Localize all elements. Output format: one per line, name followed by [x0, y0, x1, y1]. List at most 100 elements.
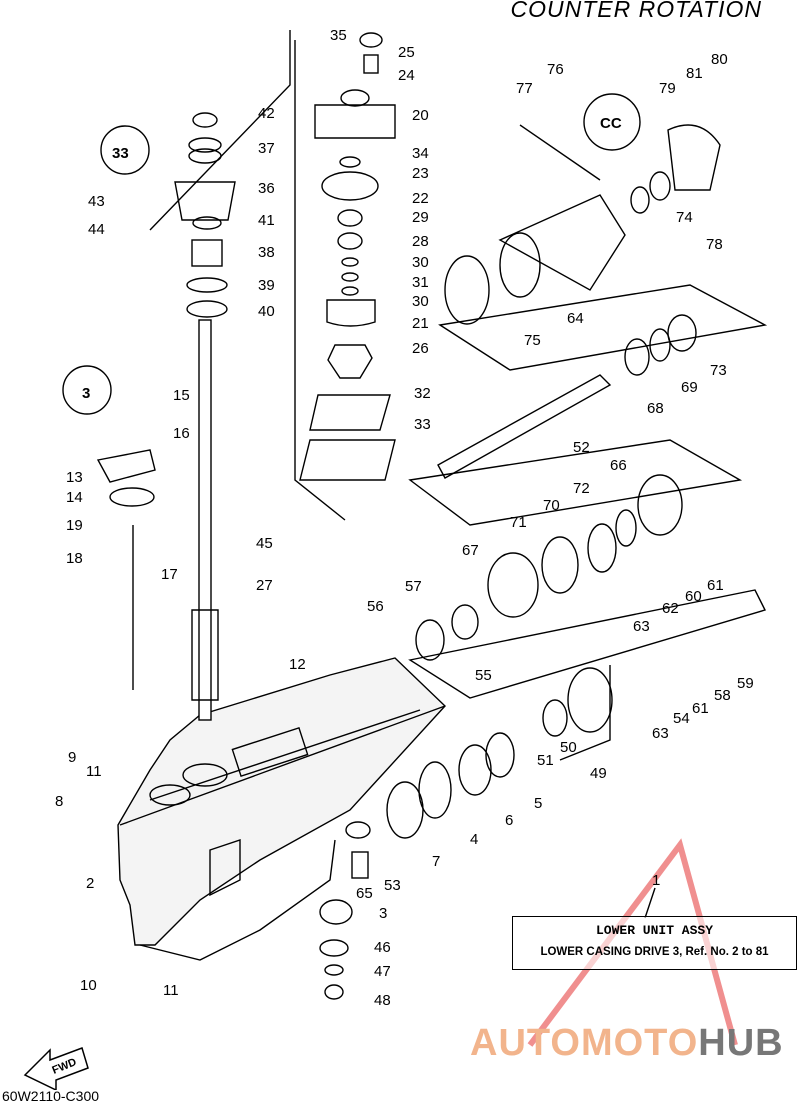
callout-14: 14 — [66, 489, 83, 506]
callout-28: 28 — [412, 233, 429, 250]
callout-17: 17 — [161, 566, 178, 583]
callout-24: 24 — [398, 67, 415, 84]
callout-6: 6 — [505, 812, 513, 829]
callout-18: 18 — [66, 550, 83, 567]
callout-2: 2 — [86, 875, 94, 892]
callout-21: 21 — [412, 315, 429, 332]
callout-31: 31 — [412, 274, 429, 291]
callout-48: 48 — [374, 992, 391, 1009]
callout-3: 3 — [379, 905, 387, 922]
callout-12: 12 — [289, 656, 306, 673]
callout-74: 74 — [676, 209, 693, 226]
fwd-arrow-icon: FWD — [23, 1047, 89, 1090]
callout-15: 15 — [173, 387, 190, 404]
propeller-shaft-housing[interactable] — [498, 194, 626, 291]
callout-13: 13 — [66, 469, 83, 486]
callout-43: 43 — [88, 193, 105, 210]
callout-56: 56 — [367, 598, 384, 615]
callout-54: 54 — [673, 710, 690, 727]
callout-52: 52 — [573, 439, 590, 456]
callout-79: 79 — [659, 80, 676, 97]
callout-33: 33 — [414, 416, 431, 433]
callout-59: 59 — [737, 675, 754, 692]
callout-69: 69 — [681, 379, 698, 396]
callout-38: 38 — [258, 244, 275, 261]
detail-mark-3: 3 — [82, 385, 90, 402]
callout-53: 53 — [384, 877, 401, 894]
callout-35: 35 — [330, 27, 347, 44]
impeller[interactable] — [327, 344, 373, 379]
callout-11b: 11 — [163, 982, 179, 999]
watermark-part2: HUB — [698, 1022, 784, 1064]
assembly-ref-number: 1 — [652, 872, 661, 889]
callout-81: 81 — [686, 65, 703, 82]
callout-22: 22 — [412, 190, 429, 207]
callout-11: 11 — [86, 763, 102, 780]
callout-57: 57 — [405, 578, 422, 595]
drive-shaft[interactable] — [198, 319, 212, 721]
diagram-title: COUNTER ROTATION — [510, 0, 762, 22]
callout-26: 26 — [412, 340, 429, 357]
callout-30b: 30 — [412, 293, 429, 310]
watermark-part1: AUTOMOTO — [470, 1022, 699, 1064]
callout-44: 44 — [88, 221, 105, 238]
callout-40: 40 — [258, 303, 275, 320]
callout-73: 73 — [710, 362, 727, 379]
watermark-logo: AUTOMOTOHUB — [470, 1022, 784, 1065]
callout-76: 76 — [547, 61, 564, 78]
callout-78: 78 — [706, 236, 723, 253]
callout-50: 50 — [560, 739, 577, 756]
callout-30: 30 — [412, 254, 429, 271]
assembly-title: LOWER UNIT ASSY — [595, 923, 714, 938]
callout-58: 58 — [714, 687, 731, 704]
callout-70: 70 — [543, 497, 560, 514]
callout-62: 62 — [662, 600, 679, 617]
assembly-subtitle: LOWER CASING DRIVE 3, Ref. No. 2 to 81 — [540, 946, 769, 958]
callout-68: 68 — [647, 400, 664, 417]
callout-29: 29 — [412, 209, 429, 226]
water-pump-housing[interactable] — [314, 104, 396, 139]
lower-casing[interactable] — [117, 657, 446, 946]
callout-51: 51 — [537, 752, 554, 769]
callout-34: 34 — [412, 145, 429, 162]
callout-60: 60 — [685, 588, 702, 605]
callout-4: 4 — [470, 831, 478, 848]
callout-75: 75 — [524, 332, 541, 349]
callout-55: 55 — [475, 667, 492, 684]
detail-mark-cc: CC — [600, 115, 622, 132]
callout-65: 65 — [356, 885, 373, 902]
callout-63: 63 — [633, 618, 650, 635]
callout-9: 9 — [68, 749, 76, 766]
callout-47: 47 — [374, 963, 391, 980]
callout-23: 23 — [412, 165, 429, 182]
callout-27: 27 — [256, 577, 273, 594]
callout-67: 67 — [462, 542, 479, 559]
callout-63b: 63 — [652, 725, 669, 742]
callout-61: 61 — [692, 700, 709, 717]
callout-7: 7 — [432, 853, 440, 870]
callout-37: 37 — [258, 140, 275, 157]
callout-77: 77 — [516, 80, 533, 97]
callout-61b: 61 — [707, 577, 724, 594]
callout-46: 46 — [374, 939, 391, 956]
callout-66: 66 — [610, 457, 627, 474]
callout-64: 64 — [567, 310, 584, 327]
callout-39: 39 — [258, 277, 275, 294]
callout-16: 16 — [173, 425, 190, 442]
callout-45: 45 — [256, 535, 273, 552]
callout-41: 41 — [258, 212, 275, 229]
assembly-reference-box: LOWER UNIT ASSY LOWER CASING DRIVE 3, Re… — [512, 916, 797, 970]
callout-5: 5 — [534, 795, 542, 812]
callout-80: 80 — [711, 51, 728, 68]
callout-25: 25 — [398, 44, 415, 61]
callout-20: 20 — [412, 107, 429, 124]
propeller-shaft[interactable] — [437, 374, 612, 479]
diagram-code: 60W2110-C300 — [2, 1088, 100, 1104]
callout-36: 36 — [258, 180, 275, 197]
callout-19: 19 — [66, 517, 83, 534]
callout-10: 10 — [80, 977, 97, 994]
callout-49: 49 — [590, 765, 607, 782]
callout-8: 8 — [55, 793, 63, 810]
callout-42: 42 — [258, 105, 275, 122]
